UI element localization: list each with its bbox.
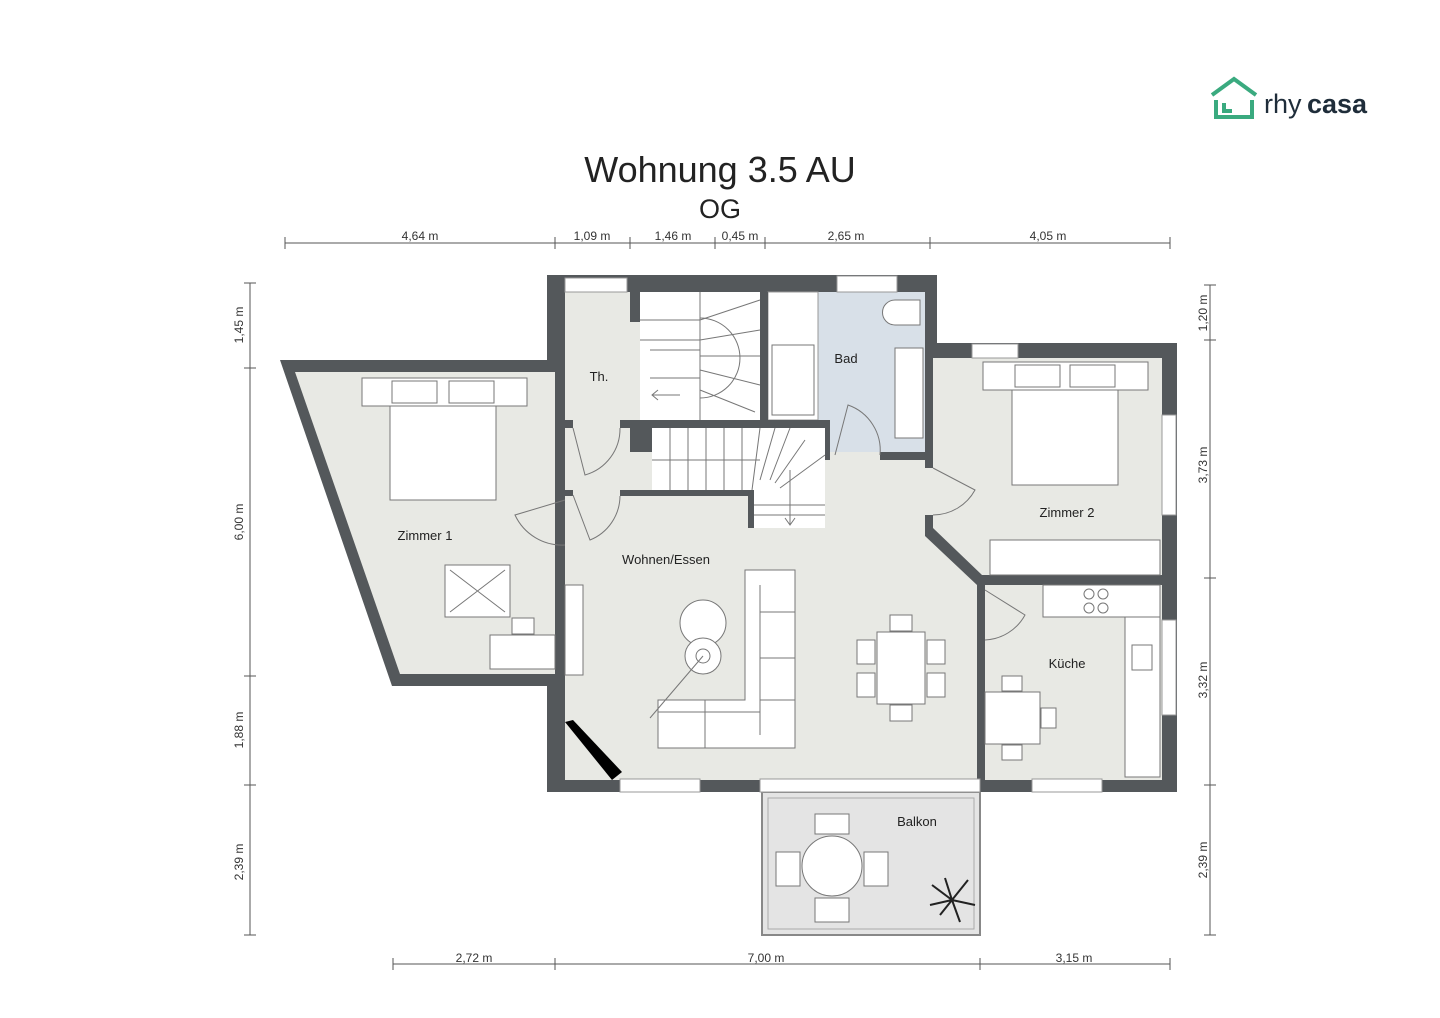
kitchen-table <box>984 675 1057 761</box>
chimney-corner <box>565 720 622 780</box>
staircase-lower <box>652 427 826 528</box>
sofa <box>657 569 796 749</box>
dim-label: 2,72 m <box>456 951 493 965</box>
room-label-zimmer-1: Zimmer 1 <box>398 528 453 543</box>
logo-text-light: rhy <box>1264 89 1302 119</box>
dim-label: 3,15 m <box>1056 951 1093 965</box>
bed-zimmer-1 <box>361 377 528 501</box>
bed-zimmer-2 <box>982 361 1161 576</box>
plant-icon <box>929 877 976 923</box>
dining-table <box>856 614 946 722</box>
room-label-wohnen: Wohnen/Essen <box>622 552 710 567</box>
dim-label: 1,20 m <box>1196 295 1210 332</box>
interior-walls <box>555 292 1162 780</box>
dim-label: 1,09 m <box>574 229 611 243</box>
dim-label: 1,46 m <box>655 229 692 243</box>
dim-label: 7,00 m <box>748 951 785 965</box>
dimension-bottom: 2,72 m 7,00 m 3,15 m <box>392 951 1171 970</box>
dim-label: 3,32 m <box>1196 662 1210 699</box>
room-label-bad: Bad <box>834 351 857 366</box>
room-label-kueche: Küche <box>1049 656 1086 671</box>
dimension-left: 1,45 m 6,00 m 1,88 m 2,39 m <box>232 282 256 936</box>
dimension-top: 4,64 m 1,09 m 1,46 m 0,45 m 2,65 m 4,05 … <box>284 229 1171 249</box>
room-label-balkon: Balkon <box>897 814 937 829</box>
bath-fixtures <box>771 299 924 439</box>
dim-label: 0,45 m <box>722 229 759 243</box>
dim-label: 6,00 m <box>232 504 246 541</box>
dim-label: 2,39 m <box>232 844 246 881</box>
windows <box>564 275 1177 793</box>
dim-label: 4,64 m <box>402 229 439 243</box>
dim-label: 1,45 m <box>232 307 246 344</box>
kitchen-counter <box>1042 584 1161 778</box>
dim-label: 2,39 m <box>1196 842 1210 879</box>
staircase-upper <box>640 292 761 420</box>
dim-label: 3,73 m <box>1196 447 1210 484</box>
skylight <box>444 564 511 618</box>
floor-label: OG <box>699 194 741 224</box>
logo-text-bold: casa <box>1307 89 1368 119</box>
room-label-th: Th. <box>590 369 609 384</box>
dimension-right: 1,20 m 3,73 m 3,32 m 2,39 m <box>1196 284 1216 936</box>
room-label-zimmer-2: Zimmer 2 <box>1040 505 1095 520</box>
desk-zimmer-1 <box>489 617 556 670</box>
dim-label: 1,88 m <box>232 712 246 749</box>
plan-title: Wohnung 3.5 AU <box>584 149 856 190</box>
house-logo-icon <box>1210 76 1258 119</box>
rhycasa-logo: rhy casa <box>1210 76 1368 119</box>
balcony-table <box>775 813 889 923</box>
coffee-table-and-lamp <box>649 599 727 719</box>
dim-label: 4,05 m <box>1030 229 1067 243</box>
room-labels: Zimmer 1 Th. Bad Wohnen/Essen Zimmer 2 K… <box>398 351 1095 829</box>
dim-label: 2,65 m <box>828 229 865 243</box>
doors <box>514 404 1026 641</box>
sideboard <box>564 584 584 676</box>
